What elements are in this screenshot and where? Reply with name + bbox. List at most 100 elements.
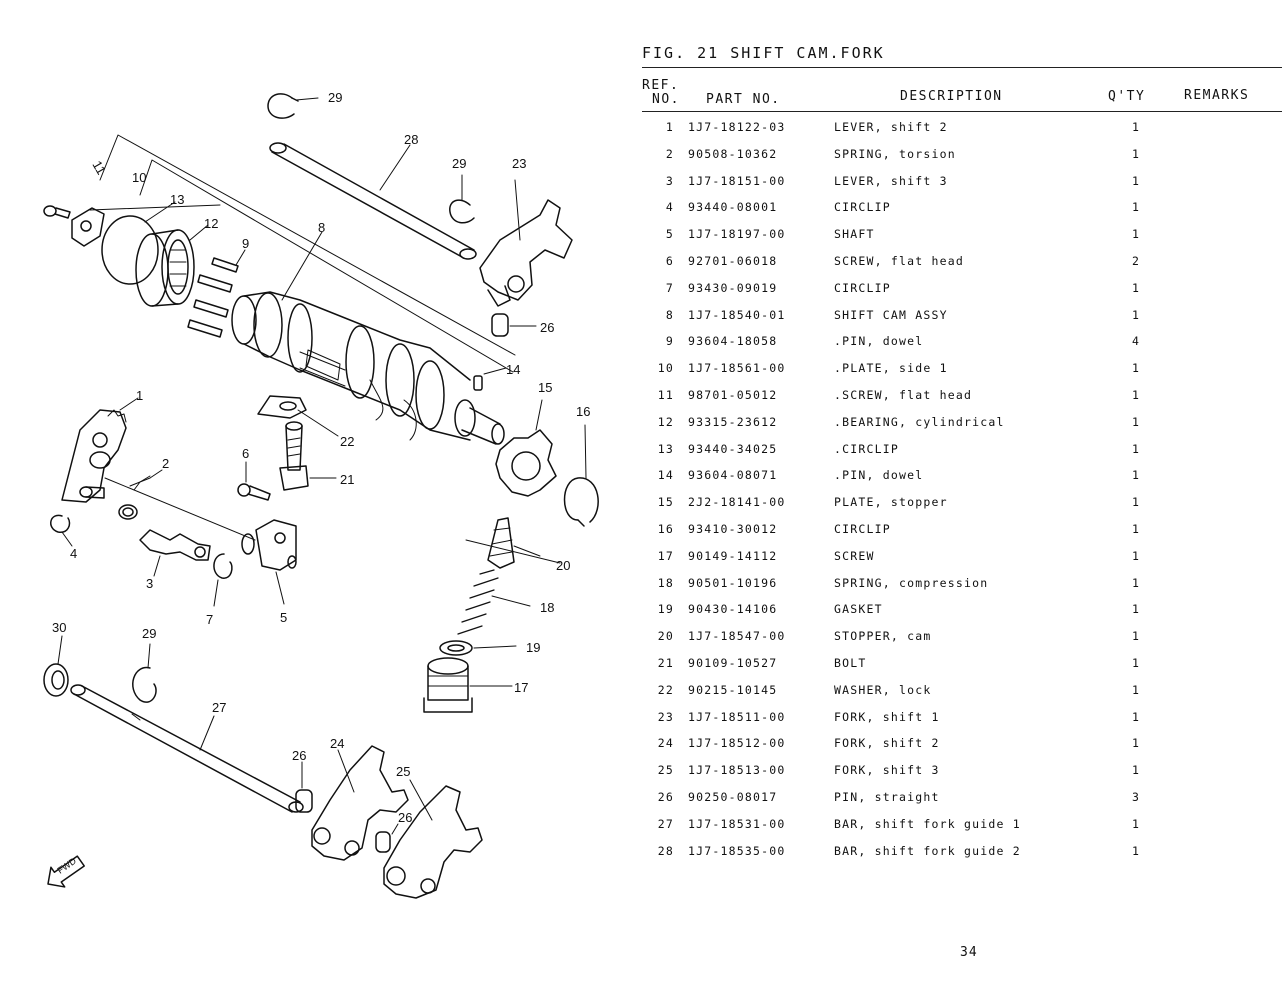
dowel-14 bbox=[473, 367, 507, 391]
callout-18: 18 bbox=[540, 600, 554, 615]
callout-28: 28 bbox=[404, 132, 418, 147]
ref-cell: 26 bbox=[657, 789, 674, 804]
part-number-cell: 92701-06018 bbox=[688, 253, 778, 268]
part-number-cell: 1J7-18561-00 bbox=[688, 361, 786, 376]
quantity-cell: 1 bbox=[1131, 227, 1141, 242]
quantity-cell: 1 bbox=[1131, 575, 1141, 590]
part-number-cell: 1J7-18151-00 bbox=[688, 173, 786, 188]
pin-26-upper bbox=[491, 313, 537, 337]
callout-29-mid: 29 bbox=[452, 156, 466, 171]
header-ref-line1: REF. bbox=[642, 78, 680, 93]
screw-11-plate-10 bbox=[43, 205, 105, 247]
part-number-cell: 1J7-18513-00 bbox=[688, 763, 786, 778]
callout-23: 23 bbox=[512, 156, 526, 171]
part-number-cell: 93440-34025 bbox=[688, 441, 778, 456]
ref-cell: 24 bbox=[657, 736, 674, 751]
shift-fork-23 bbox=[479, 179, 573, 307]
description-cell: CIRCLIP bbox=[834, 280, 891, 295]
description-cell: CIRCLIP bbox=[834, 200, 891, 215]
quantity-cell: 1 bbox=[1131, 307, 1141, 322]
washer-30 bbox=[43, 635, 69, 697]
callout-4: 4 bbox=[70, 546, 77, 561]
description-cell: STOPPER, cam bbox=[834, 629, 932, 644]
callout-12: 12 bbox=[204, 216, 218, 231]
part-number-cell: 1J7-18512-00 bbox=[688, 736, 786, 751]
circlip-16 bbox=[563, 424, 599, 527]
ref-cell: 7 bbox=[665, 280, 674, 295]
guide-bar-28 bbox=[269, 142, 477, 260]
part-number-cell: 93440-08001 bbox=[688, 200, 778, 215]
ref-cell: 5 bbox=[665, 227, 674, 242]
description-cell: SCREW bbox=[834, 548, 875, 563]
circlip-7 bbox=[213, 553, 233, 607]
ref-cell: 14 bbox=[657, 468, 674, 483]
description-cell: SHIFT CAM ASSY bbox=[834, 307, 948, 322]
description-cell: BOLT bbox=[834, 655, 867, 670]
quantity-cell: 1 bbox=[1131, 816, 1141, 831]
part-number-cell: 1J7-18122-03 bbox=[688, 120, 786, 134]
callout-17: 17 bbox=[514, 680, 528, 695]
description-cell: .BEARING, cylindrical bbox=[834, 414, 1005, 429]
part-number-cell: 2J2-18141-00 bbox=[688, 495, 786, 510]
header-remarks: REMARKS bbox=[1184, 88, 1250, 103]
ref-cell: 2 bbox=[665, 146, 674, 161]
callout-20: 20 bbox=[556, 558, 570, 573]
callout-8: 8 bbox=[318, 220, 325, 235]
callout-labels: 29 28 29 23 11 10 13 12 9 8 26 14 15 16 … bbox=[52, 90, 590, 825]
callout-11: 11 bbox=[89, 158, 109, 177]
description-cell: .PIN, dowel bbox=[834, 468, 924, 483]
callout-29-lower: 29 bbox=[142, 626, 156, 641]
callout-22: 22 bbox=[340, 434, 354, 449]
callout-26-lower-a: 26 bbox=[292, 748, 306, 763]
part-number-cell: 93315-23612 bbox=[688, 414, 778, 429]
callout-5: 5 bbox=[280, 610, 287, 625]
part-number-cell: 90149-14112 bbox=[688, 548, 778, 563]
shift-lever-1 bbox=[61, 397, 139, 503]
description-cell: PLATE, stopper bbox=[834, 495, 948, 510]
part-number-cell: 1J7-18197-00 bbox=[688, 227, 786, 242]
part-number-cell: 93604-08071 bbox=[688, 468, 778, 483]
description-cell: FORK, shift 2 bbox=[834, 736, 940, 751]
quantity-cell: 1 bbox=[1131, 414, 1141, 429]
stopper-plate-15 bbox=[495, 399, 557, 497]
callout-13: 13 bbox=[170, 192, 184, 207]
shift-cam-8 bbox=[231, 231, 505, 445]
lock-washer-22 bbox=[257, 395, 339, 437]
callout-1: 1 bbox=[136, 388, 143, 403]
description-cell: .CIRCLIP bbox=[834, 441, 899, 456]
ref-cell: 18 bbox=[657, 575, 674, 590]
ref-cell: 23 bbox=[657, 709, 674, 724]
quantity-cell: 1 bbox=[1131, 280, 1141, 295]
part-number-cell: 1J7-18531-00 bbox=[688, 816, 786, 831]
ref-cell: 15 bbox=[657, 495, 674, 510]
callout-27: 27 bbox=[212, 700, 226, 715]
callout-16: 16 bbox=[576, 404, 590, 419]
page-number: 34 bbox=[960, 945, 978, 960]
guide-bar-27 bbox=[70, 684, 304, 813]
description-cell: SPRING, compression bbox=[834, 575, 989, 590]
callout-10: 10 bbox=[132, 170, 146, 185]
quantity-cell: 1 bbox=[1131, 602, 1141, 617]
callout-26-lower-b: 26 bbox=[398, 810, 412, 825]
description-cell: .PLATE, side 1 bbox=[834, 361, 948, 376]
ref-cell: 11 bbox=[657, 387, 674, 402]
quantity-cell: 1 bbox=[1131, 441, 1141, 456]
description-cell: LEVER, shift 2 bbox=[834, 120, 948, 134]
ref-cell: 28 bbox=[657, 843, 674, 858]
part-number-cell: 98701-05012 bbox=[688, 387, 778, 402]
circlip-29-lower bbox=[132, 643, 157, 703]
quantity-cell: 1 bbox=[1131, 843, 1141, 858]
callout-2: 2 bbox=[162, 456, 169, 471]
ref-cell: 16 bbox=[657, 521, 674, 536]
